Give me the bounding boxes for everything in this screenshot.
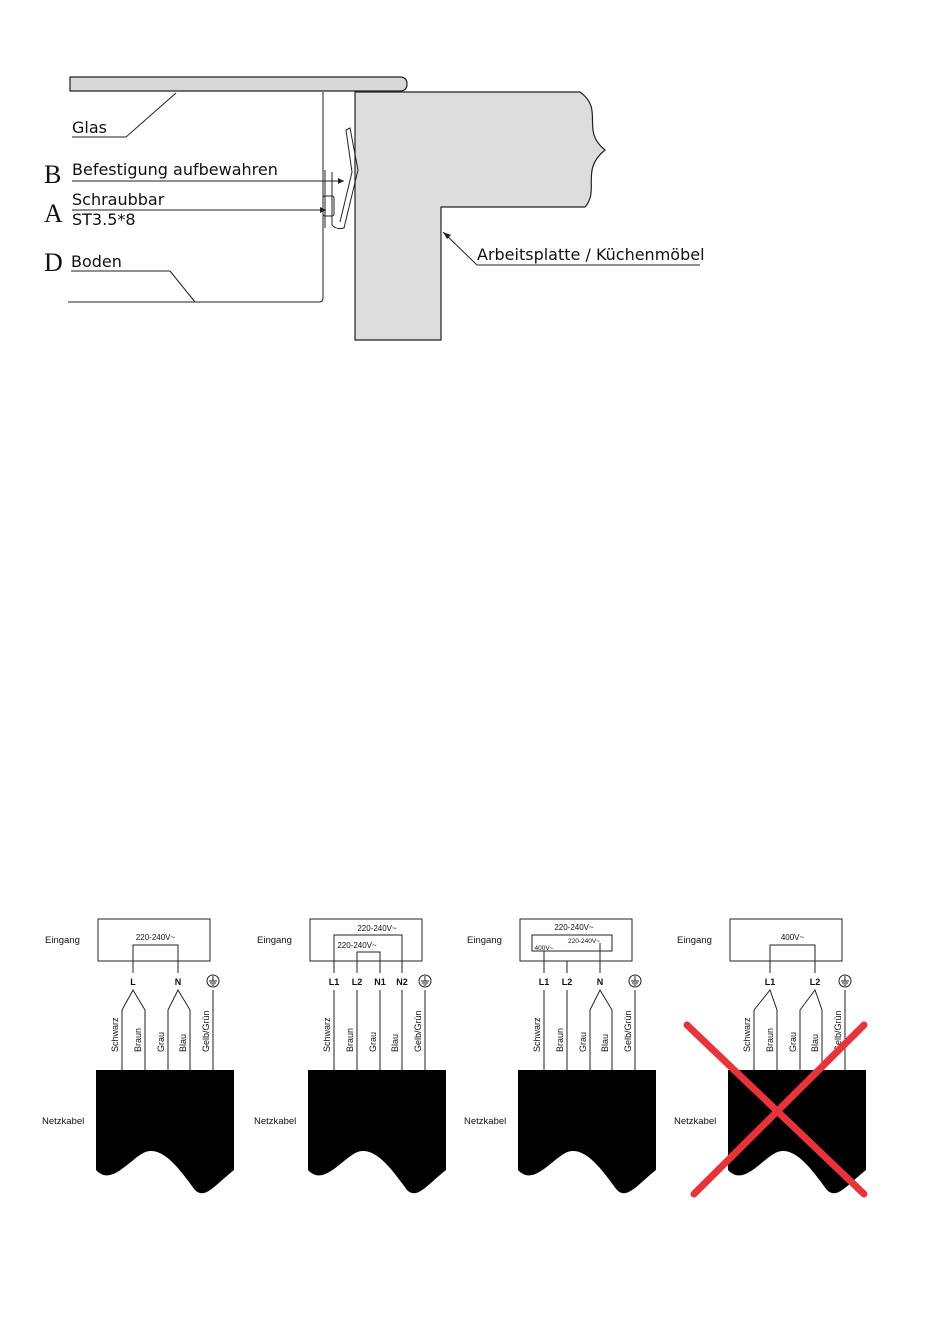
earth-icon — [418, 974, 432, 988]
wire-label: Gelb/Grün — [833, 1010, 843, 1052]
wire-label: Schwarz — [322, 1017, 332, 1052]
wire-label: Braun — [345, 1028, 355, 1052]
label-cable: Netzkabel — [674, 1116, 716, 1127]
terminal-label: L1 — [765, 977, 776, 987]
label-screwable: Schraubbar — [72, 190, 165, 209]
label-screw-spec: ST3.5*8 — [72, 210, 136, 229]
label-floor: Boden — [71, 252, 122, 271]
terminal-label: N — [175, 977, 182, 987]
glass-plate — [69, 76, 408, 92]
wire-label: Blau — [600, 1034, 610, 1052]
wire-label: Gelb/Grün — [413, 1010, 423, 1052]
wire-label: Grau — [578, 1032, 588, 1052]
terminal-label: L — [130, 977, 136, 987]
wiring-diagrams: Eingang 220-240V~ L N Schwarz Braun Grau Blau Ge… — [42, 918, 868, 1198]
label-input: Eingang — [677, 935, 712, 946]
power-cable — [96, 1070, 234, 1194]
wiring-panel-1: Eingang 220-240V~ L N Schwarz Braun Grau Blau Ge… — [42, 918, 234, 1194]
terminal-label: L2 — [810, 977, 821, 987]
wire-label: Grau — [368, 1032, 378, 1052]
input-box — [729, 918, 843, 962]
input-box — [519, 918, 633, 962]
power-cable — [518, 1070, 656, 1194]
terminal-label: L1 — [329, 977, 340, 987]
terminal-label: L2 — [352, 977, 363, 987]
wire-label: Schwarz — [742, 1017, 752, 1052]
terminal-label: N1 — [374, 977, 386, 987]
label-cable: Netzkabel — [42, 1116, 84, 1127]
wire-label: Grau — [788, 1032, 798, 1052]
label-cable: Netzkabel — [254, 1116, 296, 1127]
letter-d: D — [44, 248, 63, 277]
wire-label: Braun — [765, 1028, 775, 1052]
wire-label: Gelb/Grün — [201, 1010, 211, 1052]
terminal-label: N — [597, 977, 604, 987]
wire-label: Blau — [178, 1034, 188, 1052]
label-input: Eingang — [467, 935, 502, 946]
label-voltage-outer: 220-240V~ — [357, 924, 397, 933]
label-voltage-left: 400V~ — [535, 945, 554, 952]
wiring-panel-3: Eingang 220-240V~ 400V~ 220-240V~ L1 L2 N Schwa… — [464, 918, 656, 1194]
label-fixing: Befestigung aufbewahren — [72, 160, 278, 179]
earth-icon — [838, 974, 852, 988]
wire-label: Braun — [555, 1028, 565, 1052]
power-cable — [308, 1070, 446, 1194]
wire-label: Grau — [156, 1032, 166, 1052]
label-input: Eingang — [45, 935, 80, 946]
label-voltage-inner: 220-240V~ — [337, 941, 377, 950]
wire-label: Gelb/Grün — [623, 1010, 633, 1052]
installation-diagram: Glas B Befestigung aufbewahren A Schraub… — [44, 76, 705, 341]
screw — [322, 195, 335, 217]
input-box — [97, 918, 211, 962]
earth-icon — [628, 974, 642, 988]
terminal-label: N2 — [396, 977, 408, 987]
hob-body-outline — [68, 92, 324, 303]
label-cable: Netzkabel — [464, 1116, 506, 1127]
wire-label: Schwarz — [110, 1017, 120, 1052]
cross-mark — [690, 1021, 868, 1198]
label-voltage: 400V~ — [781, 933, 805, 942]
label-worktop: Arbeitsplatte / Küchenmöbel — [477, 245, 705, 264]
letter-b: B — [44, 160, 61, 189]
letter-a: A — [44, 199, 63, 228]
wire-label: Blau — [390, 1034, 400, 1052]
wire-label: Schwarz — [532, 1017, 542, 1052]
wire-label: Braun — [133, 1028, 143, 1052]
wiring-panel-2: Eingang 220-240V~ 220-240V~ L1 L2 N1 N2Schwarz… — [254, 918, 446, 1194]
label-voltage-outer: 220-240V~ — [554, 923, 594, 932]
label-voltage: 220-240V~ — [136, 933, 176, 942]
terminal-label: L2 — [562, 977, 573, 987]
earth-icon — [206, 974, 220, 988]
input-box — [309, 918, 423, 962]
label-glass: Glas — [72, 118, 107, 137]
worktop-shape — [354, 91, 606, 341]
wire-label: Blau — [810, 1034, 820, 1052]
fixing-clip — [331, 127, 359, 230]
terminal-label: L1 — [539, 977, 550, 987]
label-input: Eingang — [257, 935, 292, 946]
label-voltage-right: 220-240V~ — [568, 938, 600, 945]
